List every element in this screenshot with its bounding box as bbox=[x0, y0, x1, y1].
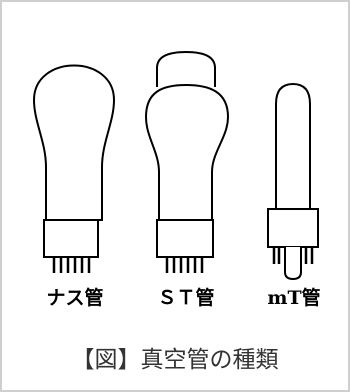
tube-label-st: ＳＴ管 bbox=[157, 287, 215, 309]
figure-caption: 【図】真空管の種類 bbox=[71, 347, 279, 373]
tube-label-nasu: ナス管 bbox=[46, 287, 104, 309]
st-tube-icon bbox=[144, 50, 230, 273]
nasu-tube-icon bbox=[32, 64, 116, 273]
vacuum-tube-diagram bbox=[32, 50, 319, 281]
tube-label-mt: mT管 bbox=[267, 287, 321, 309]
mt-tube-icon bbox=[267, 82, 319, 281]
